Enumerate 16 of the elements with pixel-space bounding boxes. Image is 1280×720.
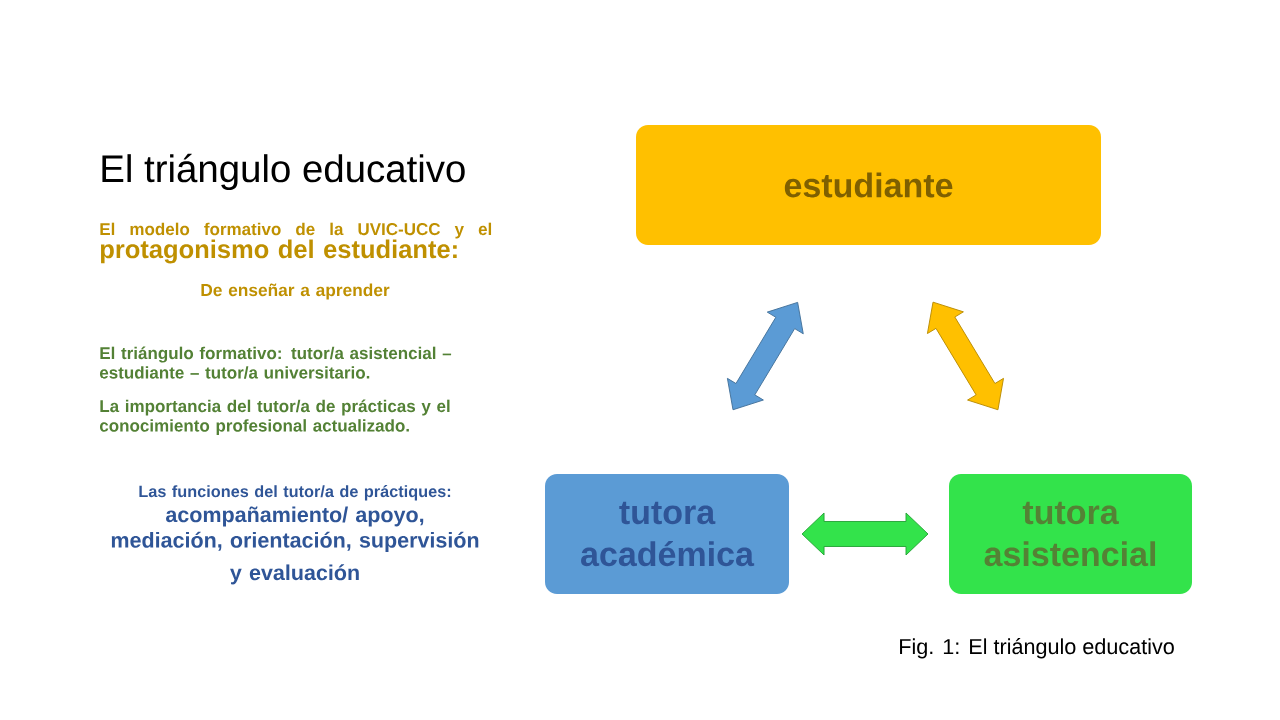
function-list: acompañamiento/ apoyo, mediación, orientación, supervisión [111, 506, 479, 552]
function-list: y evaluación [230, 564, 359, 585]
title: El triángulo educativo [102, 153, 465, 190]
double-arrow [801, 512, 929, 556]
intro-text: El modelo formativo de la UVIC-UCC y el [100, 222, 492, 239]
paragraph: El triángulo formativo: tutor/a asistencial – estudiante – tutor/a universitario. [99, 346, 452, 379]
role-box: estudiante [636, 125, 1101, 245]
caption: Fig. 1: El triángulo educativo [900, 638, 1174, 659]
role-box: tutora académica [545, 474, 789, 594]
double-arrow [726, 301, 804, 411]
double-arrow [926, 301, 1004, 411]
list-heading: Las funciones del tutor/a de práctiques: [139, 485, 451, 501]
paragraph: La importancia del tutor/a de prácticas y el conocimiento profesional actualizado. [99, 399, 450, 436]
subheading: De enseñar a aprender [201, 283, 390, 300]
role-box: tutora asistencial [949, 474, 1192, 594]
emphasis-text: protagonismo del estudiante: [100, 239, 457, 264]
